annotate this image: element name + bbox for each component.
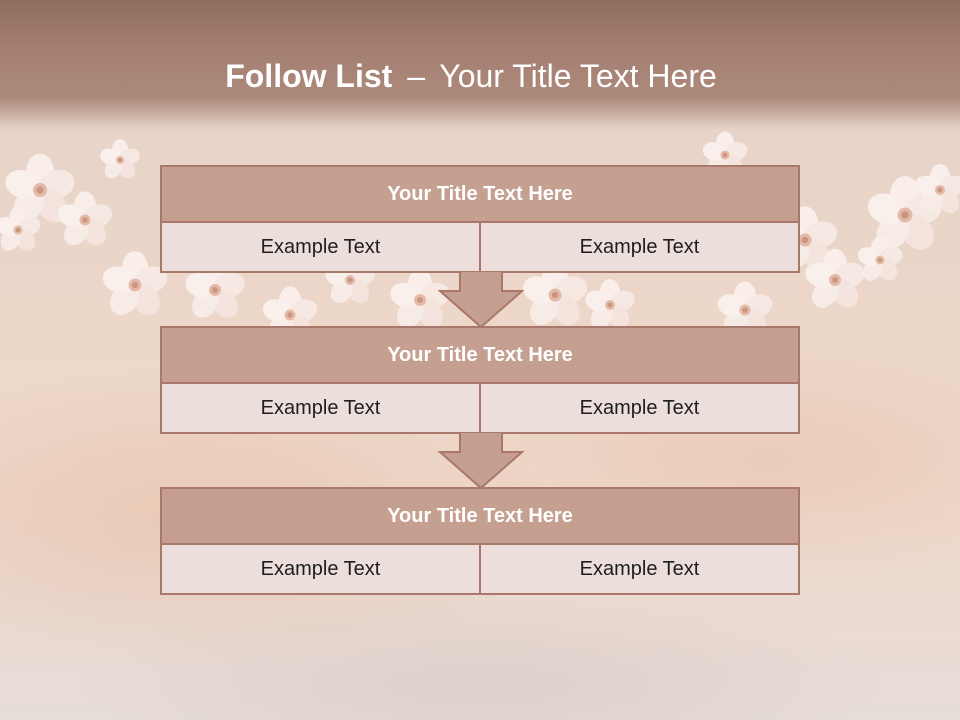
down-arrow-icon xyxy=(438,432,524,490)
slide-title-separator: – xyxy=(407,58,425,94)
flow-block-3: Your Title Text Here Example Text Exampl… xyxy=(160,487,800,595)
flow-block-2-cell-left: Example Text xyxy=(162,384,479,432)
flow-block-2-title: Your Title Text Here xyxy=(162,328,798,384)
flow-block-2-cells: Example Text Example Text xyxy=(162,384,798,432)
flow-block-1-cell-right: Example Text xyxy=(479,223,798,271)
slide-title-bold: Follow List xyxy=(225,58,393,94)
down-arrow-icon xyxy=(438,271,524,329)
flow-block-2: Your Title Text Here Example Text Exampl… xyxy=(160,326,800,434)
flow-block-1: Your Title Text Here Example Text Exampl… xyxy=(160,165,800,273)
flow-block-2-cell-right: Example Text xyxy=(479,384,798,432)
flow-block-1-cells: Example Text Example Text xyxy=(162,223,798,271)
header-band xyxy=(0,0,960,130)
slide-title-rest: Your Title Text Here xyxy=(439,58,717,94)
flow-block-3-cells: Example Text Example Text xyxy=(162,545,798,593)
slide-title: Follow List – Your Title Text Here xyxy=(0,56,942,96)
flow-block-3-title: Your Title Text Here xyxy=(162,489,798,545)
flow-block-3-cell-right: Example Text xyxy=(479,545,798,593)
flow-block-1-title: Your Title Text Here xyxy=(162,167,798,223)
flow-block-1-cell-left: Example Text xyxy=(162,223,479,271)
flow-block-3-cell-left: Example Text xyxy=(162,545,479,593)
